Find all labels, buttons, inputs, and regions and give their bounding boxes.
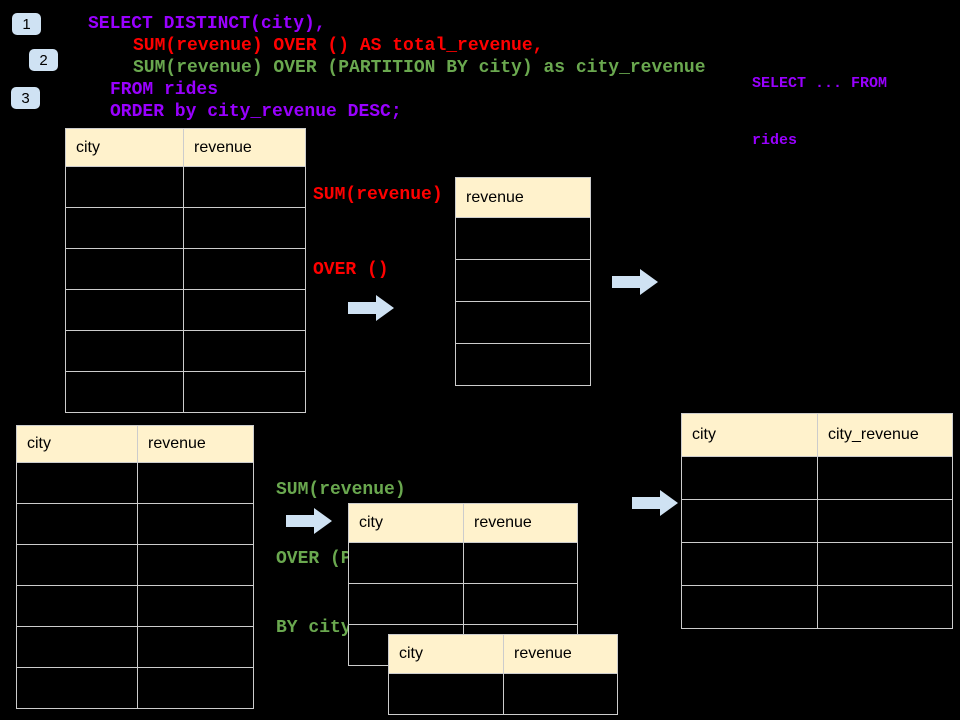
table-row: [16, 585, 254, 627]
right-arrow-icon: [286, 508, 332, 534]
table-total-revenue-result: revenue: [455, 177, 591, 386]
sql-line-sum-over: SUM(revenue) OVER () AS total_revenue,: [133, 36, 544, 56]
table-row: [16, 544, 254, 586]
table-row: [65, 207, 306, 249]
column-header-city-revenue: city_revenue: [817, 413, 953, 457]
right-arrow-icon: [612, 269, 658, 295]
column-header-city: city: [65, 128, 184, 167]
table-row: [681, 499, 953, 543]
table-row: [455, 259, 591, 302]
column-header-revenue: revenue: [183, 128, 306, 167]
table-partition-overlay: city revenue: [388, 634, 618, 715]
table-row: [681, 585, 953, 629]
column-header-city: city: [681, 413, 818, 457]
sql-line-partition: SUM(revenue) OVER (PARTITION BY city) as…: [133, 58, 706, 78]
side-note-select-from-rides: SELECT ... FROM rides: [752, 36, 887, 188]
annotation-total-line-1: SUM(revenue): [313, 185, 443, 205]
column-header-revenue: revenue: [455, 177, 591, 218]
table-row: [65, 330, 306, 372]
column-header-city: city: [388, 634, 504, 674]
side-note-line-1: SELECT ... FROM: [752, 75, 888, 92]
annotation-total-line-2: OVER (): [313, 260, 389, 280]
step-badge-2-label: 2: [39, 51, 48, 69]
table-row: [455, 343, 591, 386]
column-header-revenue: revenue: [137, 425, 254, 463]
table-row: [16, 626, 254, 668]
step-badge-1-label: 1: [22, 15, 31, 33]
column-header-revenue: revenue: [503, 634, 618, 674]
table-row: [681, 542, 953, 586]
sql-line-from: FROM rides: [110, 80, 219, 100]
table-row: [65, 248, 306, 290]
table-row: [348, 542, 578, 584]
table-row: [16, 462, 254, 504]
sql-line-order-by: ORDER by city_revenue DESC;: [110, 102, 402, 122]
column-header-revenue: revenue: [463, 503, 578, 543]
table-row: [16, 503, 254, 545]
table-partition-step: city revenue: [348, 503, 578, 666]
annotation-sum-over-total: SUM(revenue) OVER (): [313, 133, 443, 333]
table-source-bottom: city revenue: [16, 425, 254, 709]
table-row: [348, 583, 578, 625]
side-note-line-2: rides: [752, 132, 798, 149]
table-row: [65, 371, 306, 413]
table-row: [455, 217, 591, 260]
step-badge-2: 2: [29, 49, 58, 71]
column-header-city: city: [348, 503, 464, 543]
table-city-revenue-result: city city_revenue: [681, 413, 953, 629]
step-badge-1: 1: [12, 13, 41, 35]
sql-line-select: SELECT DISTINCT(city),: [88, 14, 326, 34]
table-source-top: city revenue: [65, 128, 306, 413]
table-row: [455, 301, 591, 344]
right-arrow-icon: [348, 295, 394, 321]
table-row: [16, 667, 254, 709]
annotation-partition-line-1: SUM(revenue): [276, 480, 406, 500]
right-arrow-icon: [632, 490, 678, 516]
column-header-city: city: [16, 425, 138, 463]
step-badge-3: 3: [11, 87, 40, 109]
table-row: [65, 289, 306, 331]
table-row: [65, 166, 306, 208]
table-row: [681, 456, 953, 500]
table-row: [388, 673, 618, 715]
step-badge-3-label: 3: [21, 89, 30, 107]
